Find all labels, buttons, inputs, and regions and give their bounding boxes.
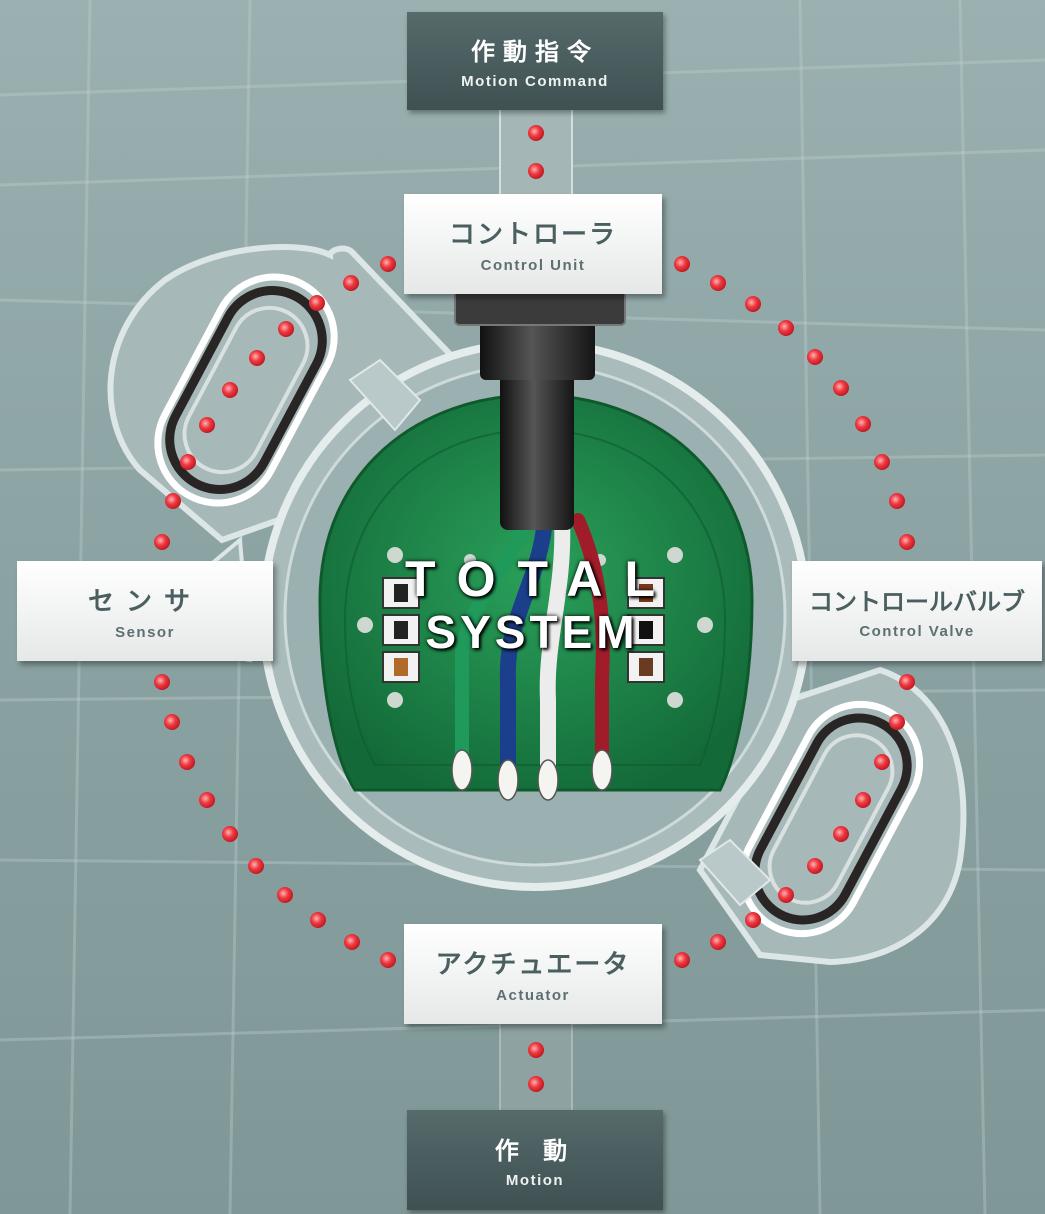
wires	[455, 512, 610, 778]
actuator-jp: アクチュエータ	[435, 950, 631, 980]
left-components	[382, 577, 420, 683]
motion-box: 作 動 Motion	[407, 1110, 663, 1210]
connector-strip-top	[499, 104, 573, 201]
center-title: TOTAL SYSTEM	[382, 552, 682, 658]
motion-command-en: Motion Command	[461, 73, 609, 90]
actuator-box: アクチュエータ Actuator	[404, 924, 662, 1024]
control-unit-box: コントローラ Control Unit	[404, 194, 662, 294]
motion-jp: 作 動	[494, 1137, 576, 1165]
motion-command-box: 作動指令 Motion Command	[407, 12, 663, 110]
sensor-box: センサ Sensor	[17, 561, 273, 661]
actuator-en: Actuator	[496, 987, 570, 1004]
control-valve-en: Control Valve	[859, 623, 975, 640]
control-valve-box: コントロールバルブ Control Valve	[792, 561, 1042, 661]
sensor-en: Sensor	[115, 624, 175, 641]
sensor-jp: センサ	[87, 587, 202, 617]
center-title-line1: TOTAL	[404, 551, 677, 607]
motion-en: Motion	[505, 1172, 565, 1189]
center-title-line2: SYSTEM	[425, 606, 639, 658]
control-unit-en: Control Unit	[480, 257, 586, 274]
connector-strip-bottom	[499, 1019, 573, 1116]
right-components	[627, 577, 665, 683]
control-valve-jp: コントロールバルブ	[809, 588, 1025, 616]
cable-sheath	[500, 360, 574, 530]
main-housing	[259, 284, 811, 907]
wire-terminals	[451, 749, 613, 801]
motion-command-jp: 作動指令	[471, 38, 599, 66]
control-unit-jp: コントローラ	[448, 220, 617, 250]
signal-dots	[154, 125, 915, 1092]
